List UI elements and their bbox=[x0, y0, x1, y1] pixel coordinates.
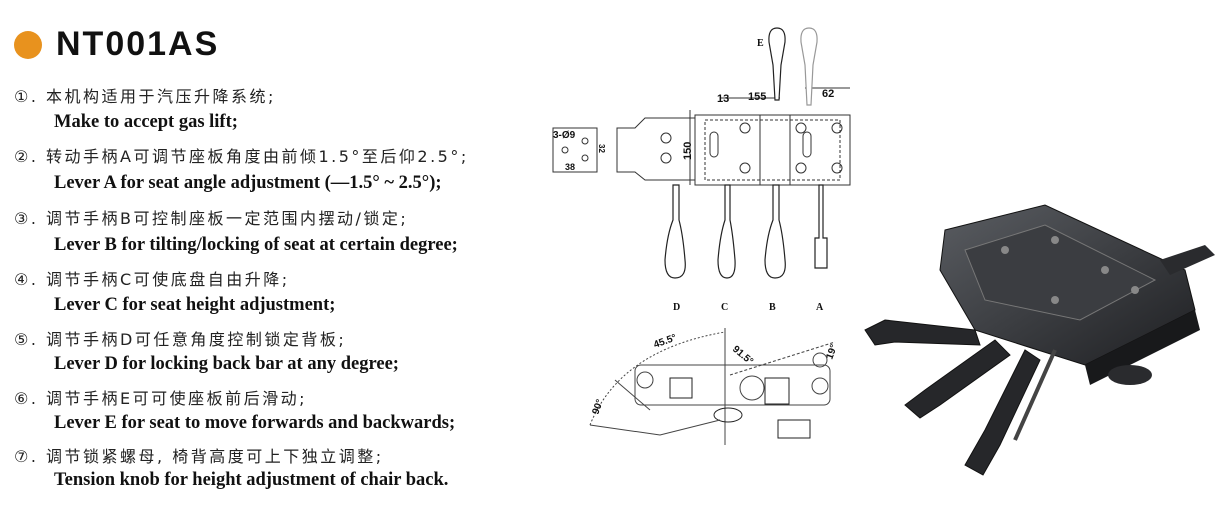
dim-150: 150 bbox=[682, 142, 694, 160]
feature-2-en: Lever A for seat angle adjustment (—1.5°… bbox=[54, 173, 442, 193]
dim-holes: 3-Ø9 bbox=[553, 130, 576, 141]
model-number: NT001AS bbox=[56, 25, 220, 63]
feature-1-cn: ①. 本机构适用于汽压升降系统; bbox=[14, 87, 276, 106]
feature-1-en: Make to accept gas lift; bbox=[54, 112, 238, 132]
lever-c-label: C bbox=[721, 302, 728, 313]
feature-4-cn: ④. 调节手柄C可使底盘自由升降; bbox=[14, 270, 290, 289]
feature-2-cn: ②. 转动手柄A可调节座板角度由前倾1.5°至后仰2.5°; bbox=[14, 147, 469, 166]
lever-e-label: E bbox=[757, 38, 764, 49]
feature-7-en: Tension knob for height adjustment of ch… bbox=[54, 470, 449, 490]
side-view-drawing: 45.5° 91.5° 19° 90° bbox=[589, 328, 840, 445]
angle-90: 90° bbox=[590, 398, 606, 416]
orange-bullet-icon bbox=[14, 30, 42, 59]
feature-3-cn: ③. 调节手柄B可控制座板一定范围内摆动/锁定; bbox=[14, 209, 409, 228]
dim-13: 13 bbox=[717, 93, 729, 105]
dim-62: 62 bbox=[822, 88, 834, 100]
lever-a-label: A bbox=[816, 302, 824, 313]
angle-45-5: 45.5° bbox=[652, 332, 678, 350]
dim-155: 155 bbox=[748, 91, 766, 103]
lever-b-label: B bbox=[769, 302, 776, 313]
product-title: NT001AS bbox=[14, 25, 219, 64]
dim-38: 38 bbox=[565, 162, 575, 172]
product-photo bbox=[864, 204, 1215, 476]
dim-32: 32 bbox=[597, 144, 606, 153]
feature-4-en: Lever C for seat height adjustment; bbox=[54, 295, 336, 315]
top-view-drawing: E D C B A 13 155 62 150 3-Ø9 38 32 bbox=[552, 27, 851, 313]
feature-5-en: Lever D for locking back bar at any degr… bbox=[54, 354, 399, 374]
feature-6-cn: ⑥. 调节手柄E可可使座板前后滑动; bbox=[14, 389, 308, 408]
feature-6-en: Lever E for seat to move forwards and ba… bbox=[54, 413, 456, 433]
angle-19: 19° bbox=[824, 343, 840, 361]
feature-3-en: Lever B for tilting/locking of seat at c… bbox=[54, 235, 458, 255]
feature-7-cn: ⑦. 调节锁紧螺母, 椅背高度可上下独立调整; bbox=[14, 447, 384, 466]
feature-5-cn: ⑤. 调节手柄D可任意角度控制锁定背板; bbox=[14, 330, 347, 349]
angle-91-5: 91.5° bbox=[730, 344, 755, 368]
lever-d-label: D bbox=[673, 302, 680, 313]
